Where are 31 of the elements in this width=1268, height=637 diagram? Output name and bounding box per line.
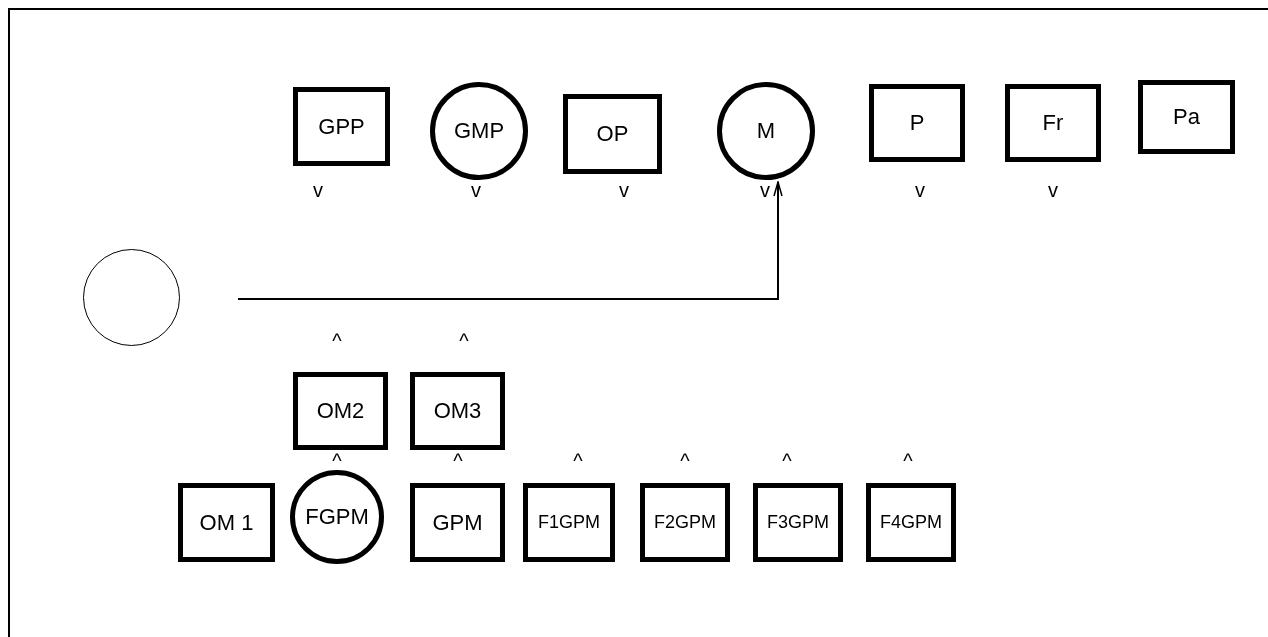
box-node: OM3 <box>410 372 505 450</box>
arrow <box>237 181 783 300</box>
chevron-mark: v <box>313 182 323 198</box>
chevron-mark: ^ <box>332 333 342 349</box>
chevron-mark: ^ <box>459 333 469 349</box>
box-node: OP <box>563 94 662 174</box>
box-node: GPP <box>293 87 390 166</box>
chevron-mark: ^ <box>903 453 913 469</box>
chevron-mark: v <box>619 182 629 198</box>
chevron-mark: v <box>1048 182 1058 198</box>
circle-node: M <box>717 82 815 180</box>
chevron-mark: ^ <box>782 453 792 469</box>
box-node: F4GPM <box>866 483 956 562</box>
box-node: F2GPM <box>640 483 730 562</box>
box-node: F3GPM <box>753 483 843 562</box>
box-node: Fr <box>1005 84 1101 162</box>
circle-node: FGPM <box>290 470 384 564</box>
chevron-mark: ^ <box>332 453 342 469</box>
box-node: OM2 <box>293 372 388 450</box>
circle-node: GMP <box>430 82 528 180</box>
chevron-mark: ^ <box>453 453 463 469</box>
box-node: F1GPM <box>523 483 615 562</box>
chevron-mark: ^ <box>573 453 583 469</box>
chevron-mark: v <box>760 182 770 198</box>
chevron-mark: v <box>915 182 925 198</box>
box-node: OM 1 <box>178 483 275 562</box>
box-node: P <box>869 84 965 162</box>
chevron-mark: ^ <box>680 453 690 469</box>
box-node: Pa <box>1138 80 1235 154</box>
chevron-mark: v <box>471 182 481 198</box>
box-node: GPM <box>410 483 505 562</box>
